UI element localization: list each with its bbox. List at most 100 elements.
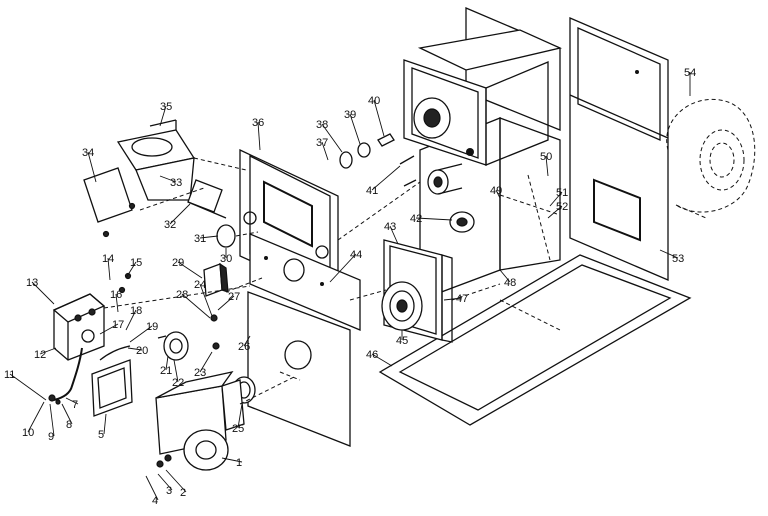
callout-10: 10: [22, 427, 34, 439]
callout-18: 18: [130, 305, 142, 317]
callout-4: 4: [152, 495, 158, 507]
callout-leader-47: [443, 297, 463, 301]
callout-28: 28: [176, 289, 188, 301]
callout-49: 49: [490, 185, 502, 197]
callout-leader-39: [349, 113, 361, 145]
flue-hood: [116, 119, 196, 201]
callout-40: 40: [368, 95, 380, 107]
callout-17: 17: [112, 319, 124, 331]
disc: [216, 224, 236, 248]
callout-26: 26: [238, 341, 250, 353]
callout-14: 14: [102, 253, 114, 265]
callout-leader-16: [115, 293, 119, 313]
callout-leader-18: [125, 309, 137, 331]
callout-leader-51: [549, 191, 563, 207]
callout-leader-8: [61, 403, 73, 425]
callout-leader-41: [371, 165, 401, 191]
callout-11: 11: [4, 369, 15, 381]
wiring: [48, 345, 131, 405]
burner-motor: [155, 371, 245, 471]
callout-leader-50: [545, 155, 549, 177]
callout-leader-21: [165, 355, 169, 371]
base-tray: [378, 254, 692, 426]
callout-leader-5: [103, 413, 107, 435]
callout-leader-2: [165, 469, 187, 493]
callout-19: 19: [146, 321, 158, 333]
flame-ring: [381, 281, 423, 331]
callout-leader-14: [107, 257, 111, 281]
callout-5: 5: [98, 429, 104, 441]
firebox: [403, 7, 563, 166]
callout-leader-22: [173, 359, 179, 383]
callout-38: 38: [316, 119, 328, 131]
callout-13: 13: [26, 277, 38, 289]
callout-42: 42: [410, 213, 422, 225]
callout-leader-4: [145, 475, 159, 501]
control-box: [52, 293, 106, 361]
callout-leader-1: [221, 457, 243, 463]
callout-leader-25: [237, 403, 243, 429]
blower-fan: [666, 98, 756, 219]
callout-leader-28: [181, 293, 211, 319]
callout-leader-19: [129, 325, 153, 343]
callout-leader-20: [127, 347, 143, 351]
callout-54: 54: [684, 67, 696, 79]
callout-23: 23: [194, 367, 206, 379]
flue-flap: [83, 167, 133, 223]
callout-51: 51: [556, 187, 568, 199]
callout-35: 35: [160, 101, 172, 113]
callout-16: 16: [110, 289, 122, 301]
callout-leader-40: [373, 99, 385, 137]
callout-leader-48: [499, 269, 511, 283]
callout-leader-44: [329, 253, 357, 283]
callout-21: 21: [160, 365, 172, 377]
callout-leader-36: [257, 121, 261, 151]
callout-50: 50: [540, 151, 552, 163]
callout-20: 20: [136, 345, 148, 357]
callout-30: 30: [220, 253, 232, 265]
callout-52: 52: [556, 201, 568, 213]
callout-leader-46: [371, 353, 393, 367]
relay-block: [203, 262, 229, 297]
callout-leader-13: [31, 281, 55, 305]
callout-leader-9: [49, 403, 55, 437]
callout-48: 48: [504, 277, 516, 289]
callout-7: 7: [72, 399, 78, 411]
callout-leader-42: [415, 217, 453, 221]
callout-29: 29: [172, 257, 184, 269]
callout-41: 41: [366, 185, 378, 197]
burner-tube: [427, 163, 463, 195]
callout-leader-24: [199, 283, 213, 317]
electrical-plate: [91, 359, 133, 417]
callout-25: 25: [232, 423, 244, 435]
callout-leader-15: [125, 261, 137, 279]
callout-leader-35: [159, 105, 167, 127]
callout-31: 31: [194, 233, 206, 245]
callout-leader-7: [65, 397, 79, 405]
callout-43: 43: [384, 221, 396, 233]
callout-leader-23: [199, 351, 213, 373]
callout-leader-33: [159, 175, 177, 183]
callout-37: 37: [316, 137, 328, 149]
callout-8: 8: [66, 419, 72, 431]
assembly-lines: [103, 157, 551, 405]
callout-leader-26: [243, 335, 251, 347]
callout-9: 9: [48, 431, 54, 443]
callout-3: 3: [166, 485, 172, 497]
callout-leader-53: [659, 249, 679, 259]
callout-leader-52: [547, 205, 563, 219]
side-panel: [569, 17, 669, 281]
callout-45: 45: [396, 335, 408, 347]
callout-leader-3: [157, 473, 173, 491]
callout-leader-37: [321, 141, 329, 161]
callout-44: 44: [350, 249, 362, 261]
callout-34: 34: [82, 147, 94, 159]
callout-leader-12: [39, 347, 57, 355]
callout-46: 46: [366, 349, 378, 361]
callout-15: 15: [130, 257, 142, 269]
callout-53: 53: [672, 253, 684, 265]
callout-12: 12: [34, 349, 46, 361]
hardware: [102, 133, 417, 350]
